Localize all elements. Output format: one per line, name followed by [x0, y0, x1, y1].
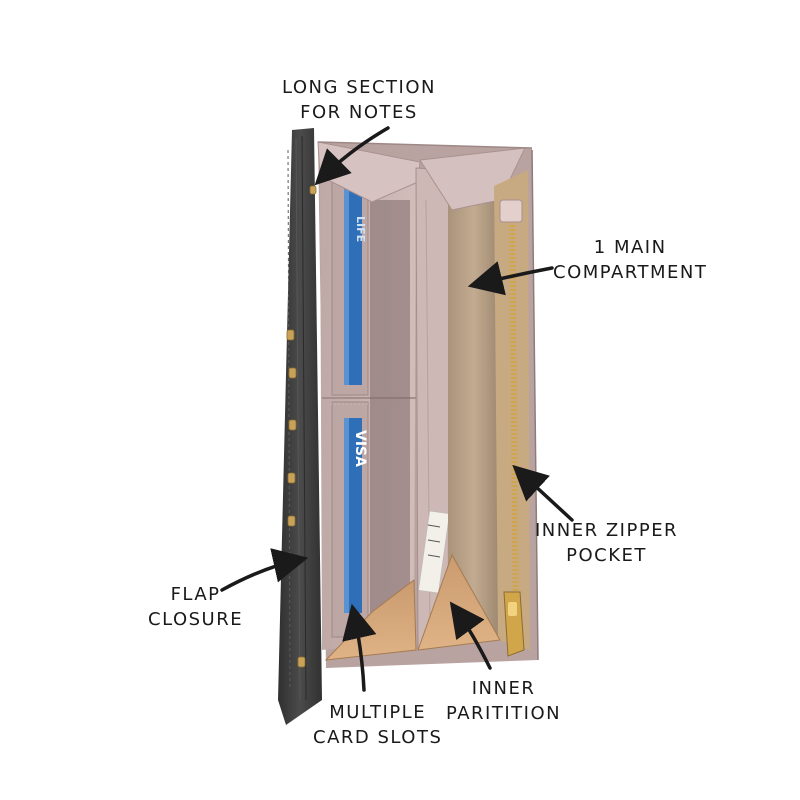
- label-cards-line2: CARD SLOTS: [313, 727, 443, 748]
- label-main-line1: 1 MAIN: [593, 237, 667, 258]
- arrow-flap: [220, 548, 309, 592]
- label-zipper-pocket: INNER ZIPPER POCKET: [535, 518, 678, 568]
- label-flap-line2: CLOSURE: [148, 609, 244, 630]
- label-flap-line1: FLAP: [170, 584, 221, 605]
- card-bottom: VISA: [344, 418, 368, 613]
- label-partition-line2: PARITITION: [446, 703, 562, 724]
- arrow-zipper: [512, 464, 574, 522]
- label-main-line2: COMPARTMENT: [553, 262, 708, 283]
- label-main-compartment: 1 MAIN COMPARTMENT: [553, 235, 707, 285]
- annotation-arrows: [220, 126, 574, 692]
- arrow-main: [467, 261, 554, 296]
- card-bottom-text: VISA: [352, 430, 368, 467]
- flap-studs: [286, 185, 317, 668]
- zipper-pull: [503, 591, 525, 657]
- arrow-cards: [342, 603, 377, 692]
- wallet-flap: [278, 128, 322, 725]
- label-notes-line2: FOR NOTES: [300, 102, 418, 123]
- card-slot-panel: [320, 176, 416, 650]
- card-top: LIFE: [344, 180, 367, 385]
- label-cards-line1: MULTIPLE: [329, 702, 427, 723]
- label-card-slots: MULTIPLE CARD SLOTS: [313, 700, 442, 750]
- arrow-partition: [449, 601, 492, 670]
- zipper-pocket: [494, 170, 530, 657]
- label-flap-closure: FLAP CLOSURE: [148, 582, 243, 632]
- label-notes-line1: LONG SECTION: [282, 77, 436, 98]
- arrow-notes: [314, 126, 390, 186]
- card-top-text: LIFE: [354, 216, 367, 242]
- label-inner-partition: INNER PARITITION: [446, 676, 561, 726]
- label-zipper-line1: INNER ZIPPER: [535, 520, 679, 541]
- inner-partition: [415, 167, 451, 651]
- label-partition-line1: INNER: [471, 678, 536, 699]
- label-zipper-line2: POCKET: [566, 545, 647, 566]
- label-notes-section: LONG SECTION FOR NOTES: [282, 75, 436, 125]
